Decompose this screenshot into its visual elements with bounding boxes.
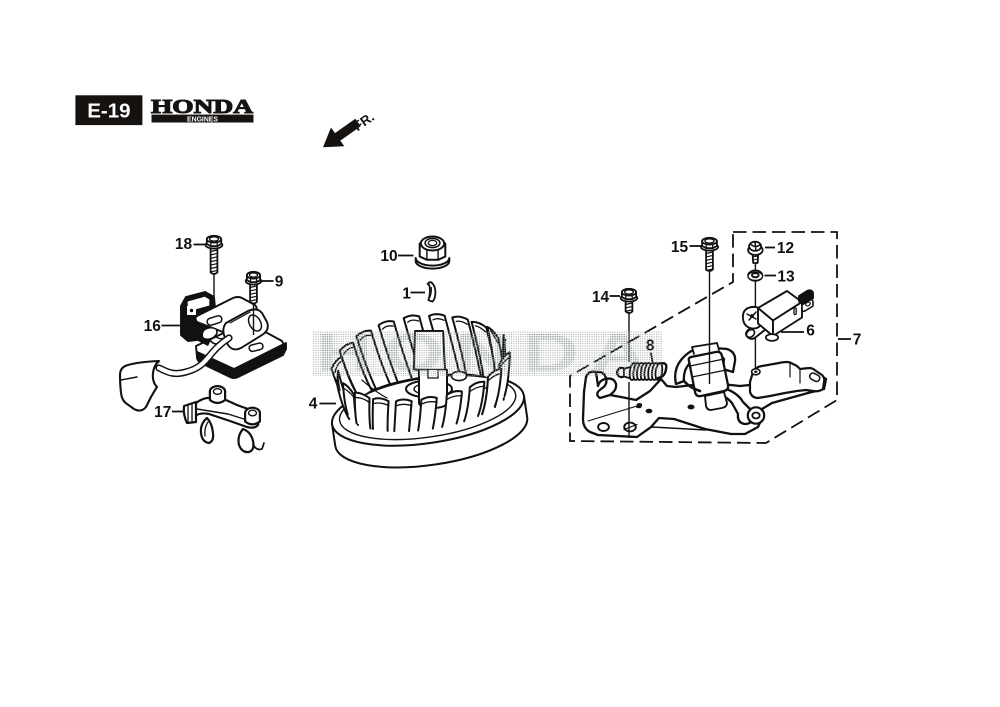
svg-text:9: 9 [275,274,284,291]
svg-text:13: 13 [777,269,795,286]
svg-text:4: 4 [309,396,318,413]
svg-text:HONDA: HONDA [316,323,658,383]
svg-text:HONDA: HONDA [151,97,253,118]
svg-text:1: 1 [402,286,411,303]
svg-text:10: 10 [380,248,397,265]
svg-text:15: 15 [671,239,689,256]
svg-text:16: 16 [144,318,162,335]
svg-text:6: 6 [806,323,815,340]
svg-text:18: 18 [175,236,193,253]
svg-text:E-19: E-19 [87,100,130,123]
svg-text:17: 17 [154,404,171,421]
svg-text:12: 12 [777,240,794,257]
svg-text:14: 14 [592,289,610,306]
svg-text:ENGINES: ENGINES [187,114,218,123]
svg-text:7: 7 [853,332,862,349]
